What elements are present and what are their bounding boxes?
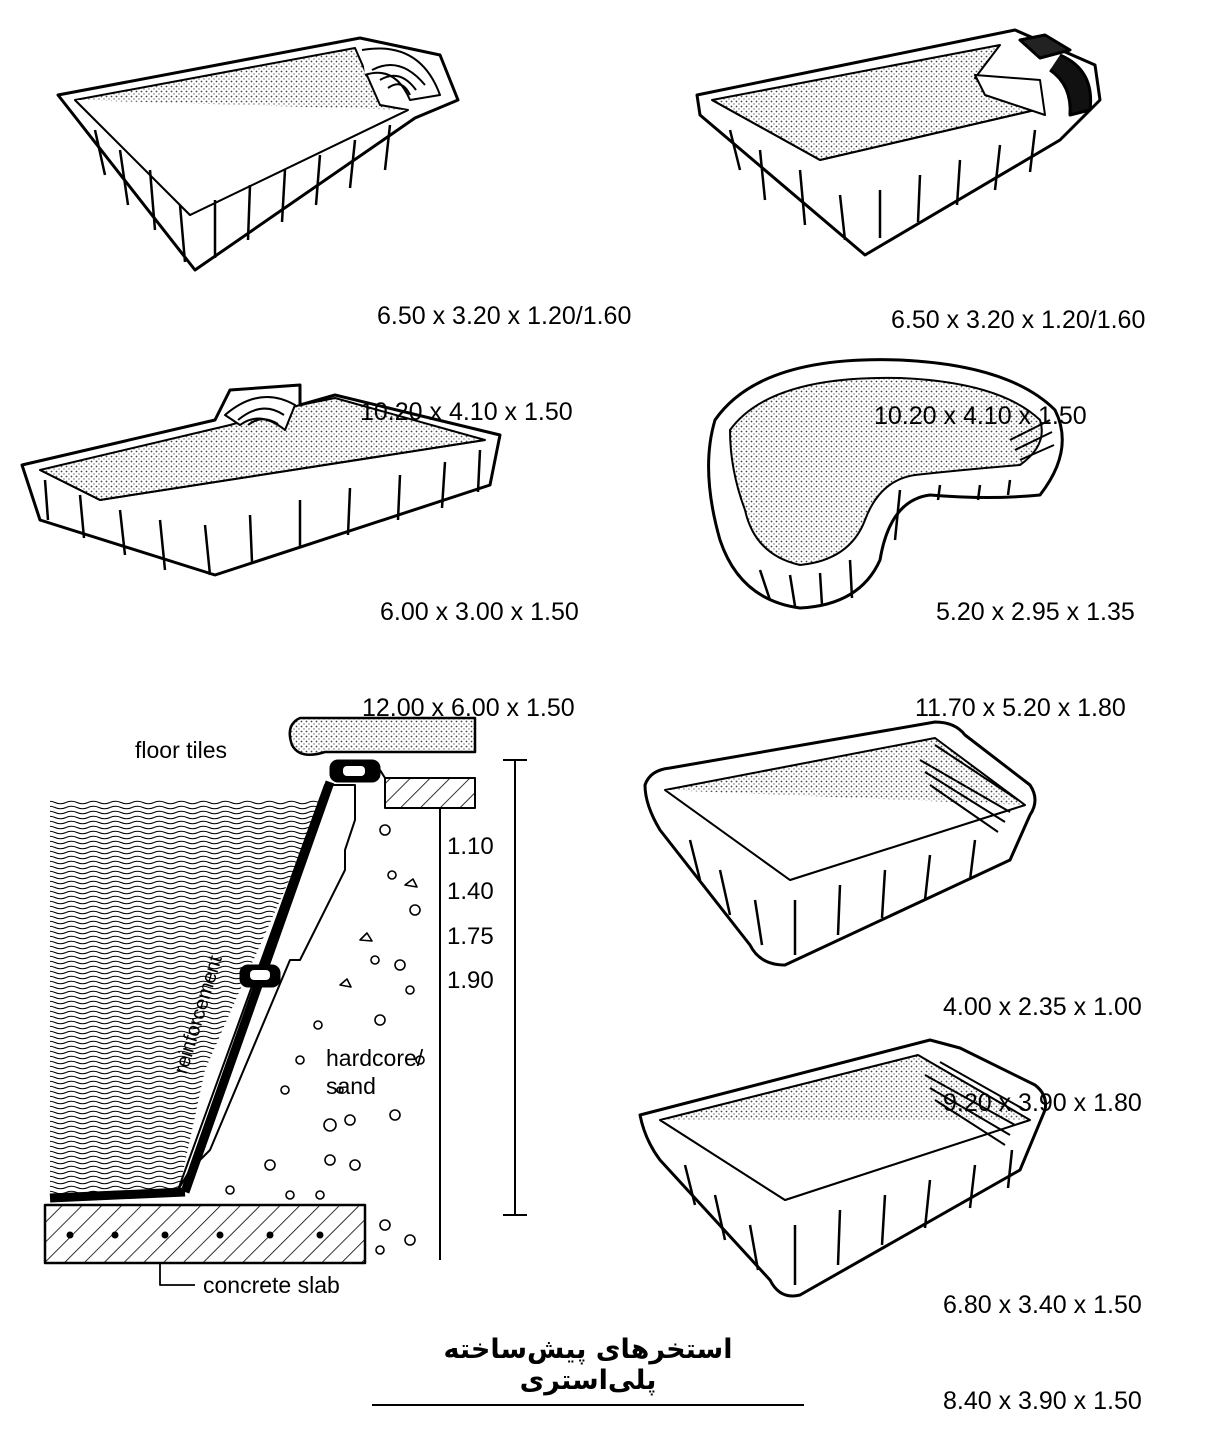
- pool-2-drawing: [695, 28, 1102, 257]
- pool-1-drawing: [56, 36, 460, 272]
- depth-2-label: 1.40: [447, 878, 494, 905]
- pool-3-dimension-line-2: 12.00 x 6.00 x 1.50: [362, 694, 575, 722]
- pool-6-dimension-line-1: 6.80 x 3.40 x 1.50: [943, 1291, 1142, 1319]
- sand-label: sand: [326, 1073, 376, 1099]
- pool-1-dimensions: 6.50 x 3.20 x 1.20/1.60 10.20 x 4.10 x 1…: [360, 236, 631, 460]
- concrete-slab-label: concrete slab: [203, 1272, 340, 1298]
- pool-6-drawing: [638, 1038, 1047, 1298]
- hardcore-label: hardcore/: [326, 1045, 424, 1071]
- pool-5-drawing: [643, 720, 1037, 967]
- illustration-canvas: [20, 28, 1102, 1298]
- pool-3-drawing: [20, 383, 502, 577]
- pool-1-dimension-line-2: 10.20 x 4.10 x 1.50: [360, 398, 573, 426]
- pool-3-dimension-line-1: 6.00 x 3.00 x 1.50: [380, 598, 579, 626]
- pool-5-dimension-line-1: 4.00 x 2.35 x 1.00: [943, 993, 1142, 1021]
- pool-4-dimensions: 5.20 x 2.95 x 1.35 11.70 x 5.20 x 1.80: [915, 532, 1135, 756]
- pool-3-dimensions: 6.00 x 3.00 x 1.50 12.00 x 6.00 x 1.50: [362, 532, 579, 756]
- pool-5-dimensions: 4.00 x 2.35 x 1.00 9.20 x 3.90 x 1.80: [943, 927, 1142, 1151]
- depth-3-label: 1.75: [447, 923, 494, 950]
- floor-tiles-label: floor tiles: [135, 737, 228, 763]
- caption: استخرهای پیش‌ساخته پلی‌استری: [372, 1334, 804, 1406]
- pool-6-dimensions: 6.80 x 3.40 x 1.50 8.40 x 3.90 x 1.50: [943, 1225, 1142, 1449]
- pool-2-dimension-line-2: 10.20 x 4.10 x 1.50: [874, 402, 1087, 430]
- pool-6-dimension-line-2: 8.40 x 3.90 x 1.50: [943, 1387, 1142, 1415]
- pool-2-dimensions: 6.50 x 3.20 x 1.20/1.60 10.20 x 4.10 x 1…: [874, 240, 1145, 464]
- pool-2-dimension-line-1: 6.50 x 3.20 x 1.20/1.60: [891, 306, 1146, 334]
- depth-4-label: 1.90: [447, 967, 494, 994]
- cross-section-drawing: [43, 716, 527, 1286]
- pool-4-dimension-line-1: 5.20 x 2.95 x 1.35: [936, 598, 1135, 626]
- pool-4-dimension-line-2: 11.70 x 5.20 x 1.80: [915, 694, 1126, 722]
- pool-5-dimension-line-2: 9.20 x 3.90 x 1.80: [943, 1089, 1142, 1117]
- pool-1-dimension-line-1: 6.50 x 3.20 x 1.20/1.60: [377, 302, 632, 330]
- depth-1-label: 1.10: [447, 833, 494, 860]
- pool-4-drawing: [707, 358, 1064, 610]
